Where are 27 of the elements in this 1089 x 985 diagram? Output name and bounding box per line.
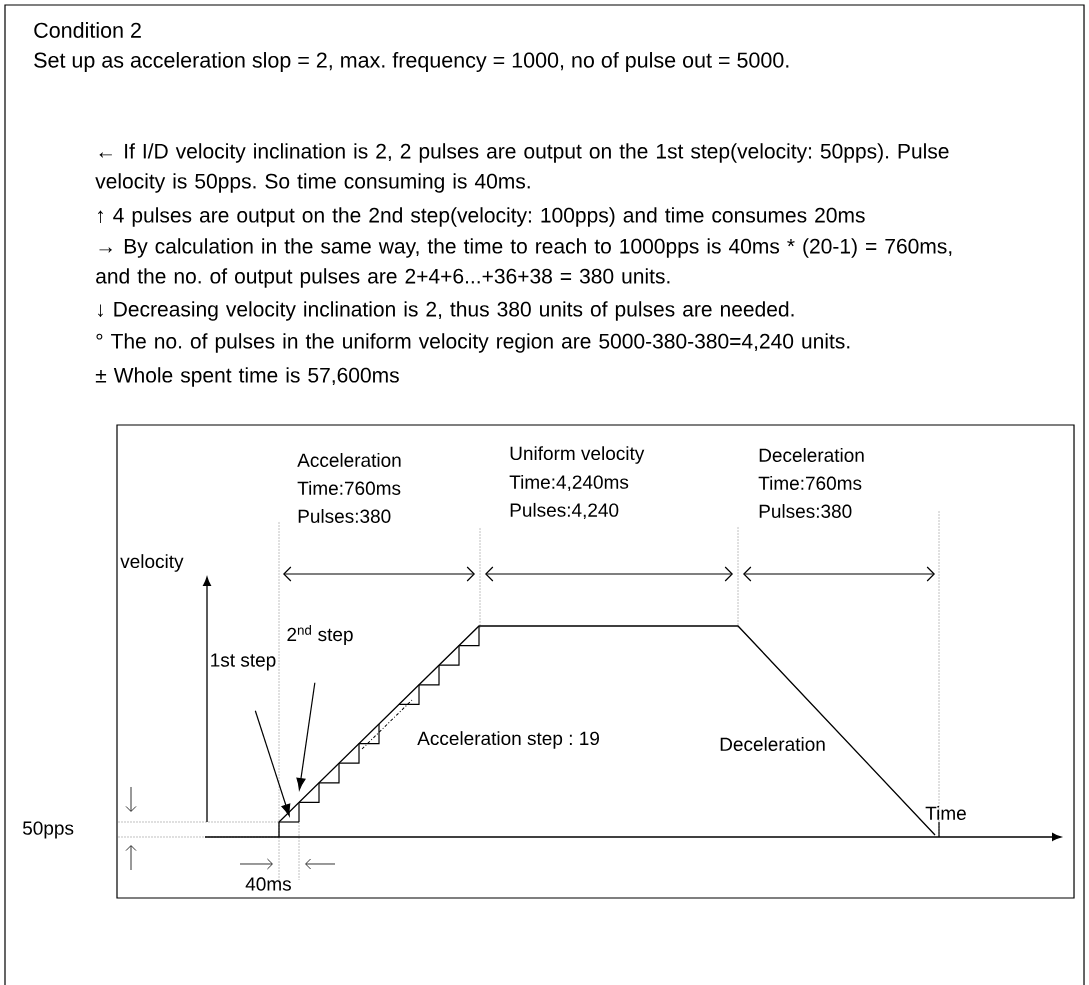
chart-label: Deceleration	[720, 737, 825, 751]
phase-label: Time:760ms	[758, 476, 862, 490]
phase-label: Time:760ms	[297, 481, 401, 495]
axis-label: velocity	[120, 554, 184, 572]
phase-label: Deceleration	[759, 448, 864, 462]
phase-label: Acceleration	[297, 453, 401, 467]
step-label: 2$^{nd}$ step	[287, 625, 353, 645]
note-text: ↓ Decreasing velocity inclination is 2, thus 380 units of pulses are needed.	[98, 301, 794, 321]
note-text: ° The no. of pulses in the uniform velocity region are 5000-380-380=4,240 units.	[96, 333, 850, 353]
chart-label: 50pps	[22, 821, 74, 839]
note-text: ← If I/D velocity inclination is 2, 2 pulses are output on the 1st step(velocity: 50pps). Pulse velocity is 50pps. So time consuming is 40ms.	[95, 143, 949, 193]
phase-label: Pulses:380	[298, 509, 391, 523]
note-text: → By calculation in the same way, the time to reach to 1000pps is 40ms * (20-1) = 760ms, and the no. of output pulses are 2+4+6...+36+38 = 380 units.	[96, 238, 952, 288]
note-text: ± Whole spent time is 57,600ms	[95, 367, 399, 387]
leader-line	[254, 710, 291, 817]
phase-label: Uniform velocity	[510, 446, 645, 464]
phase-label: Time:4,240ms	[509, 474, 629, 492]
phase-label: Pulses:4,240	[510, 502, 619, 520]
chart-label: Acceleration step : 19	[417, 731, 599, 749]
heading: Condition 2	[34, 22, 141, 38]
step-label: 1st step	[211, 653, 276, 671]
setup-text: Set up as acceleration slop = 2, max. frequency = 1000, no of pulse out = 5000.	[34, 51, 789, 72]
leader-line	[296, 682, 316, 791]
chart-label: 40ms	[245, 877, 291, 891]
note-text: ↑ 4 pulses are output on the 2nd step(velocity: 100pps) and time consumes 20ms	[98, 207, 865, 227]
phase-label: Pulses:380	[759, 504, 852, 518]
axis-label: Time	[925, 806, 966, 820]
